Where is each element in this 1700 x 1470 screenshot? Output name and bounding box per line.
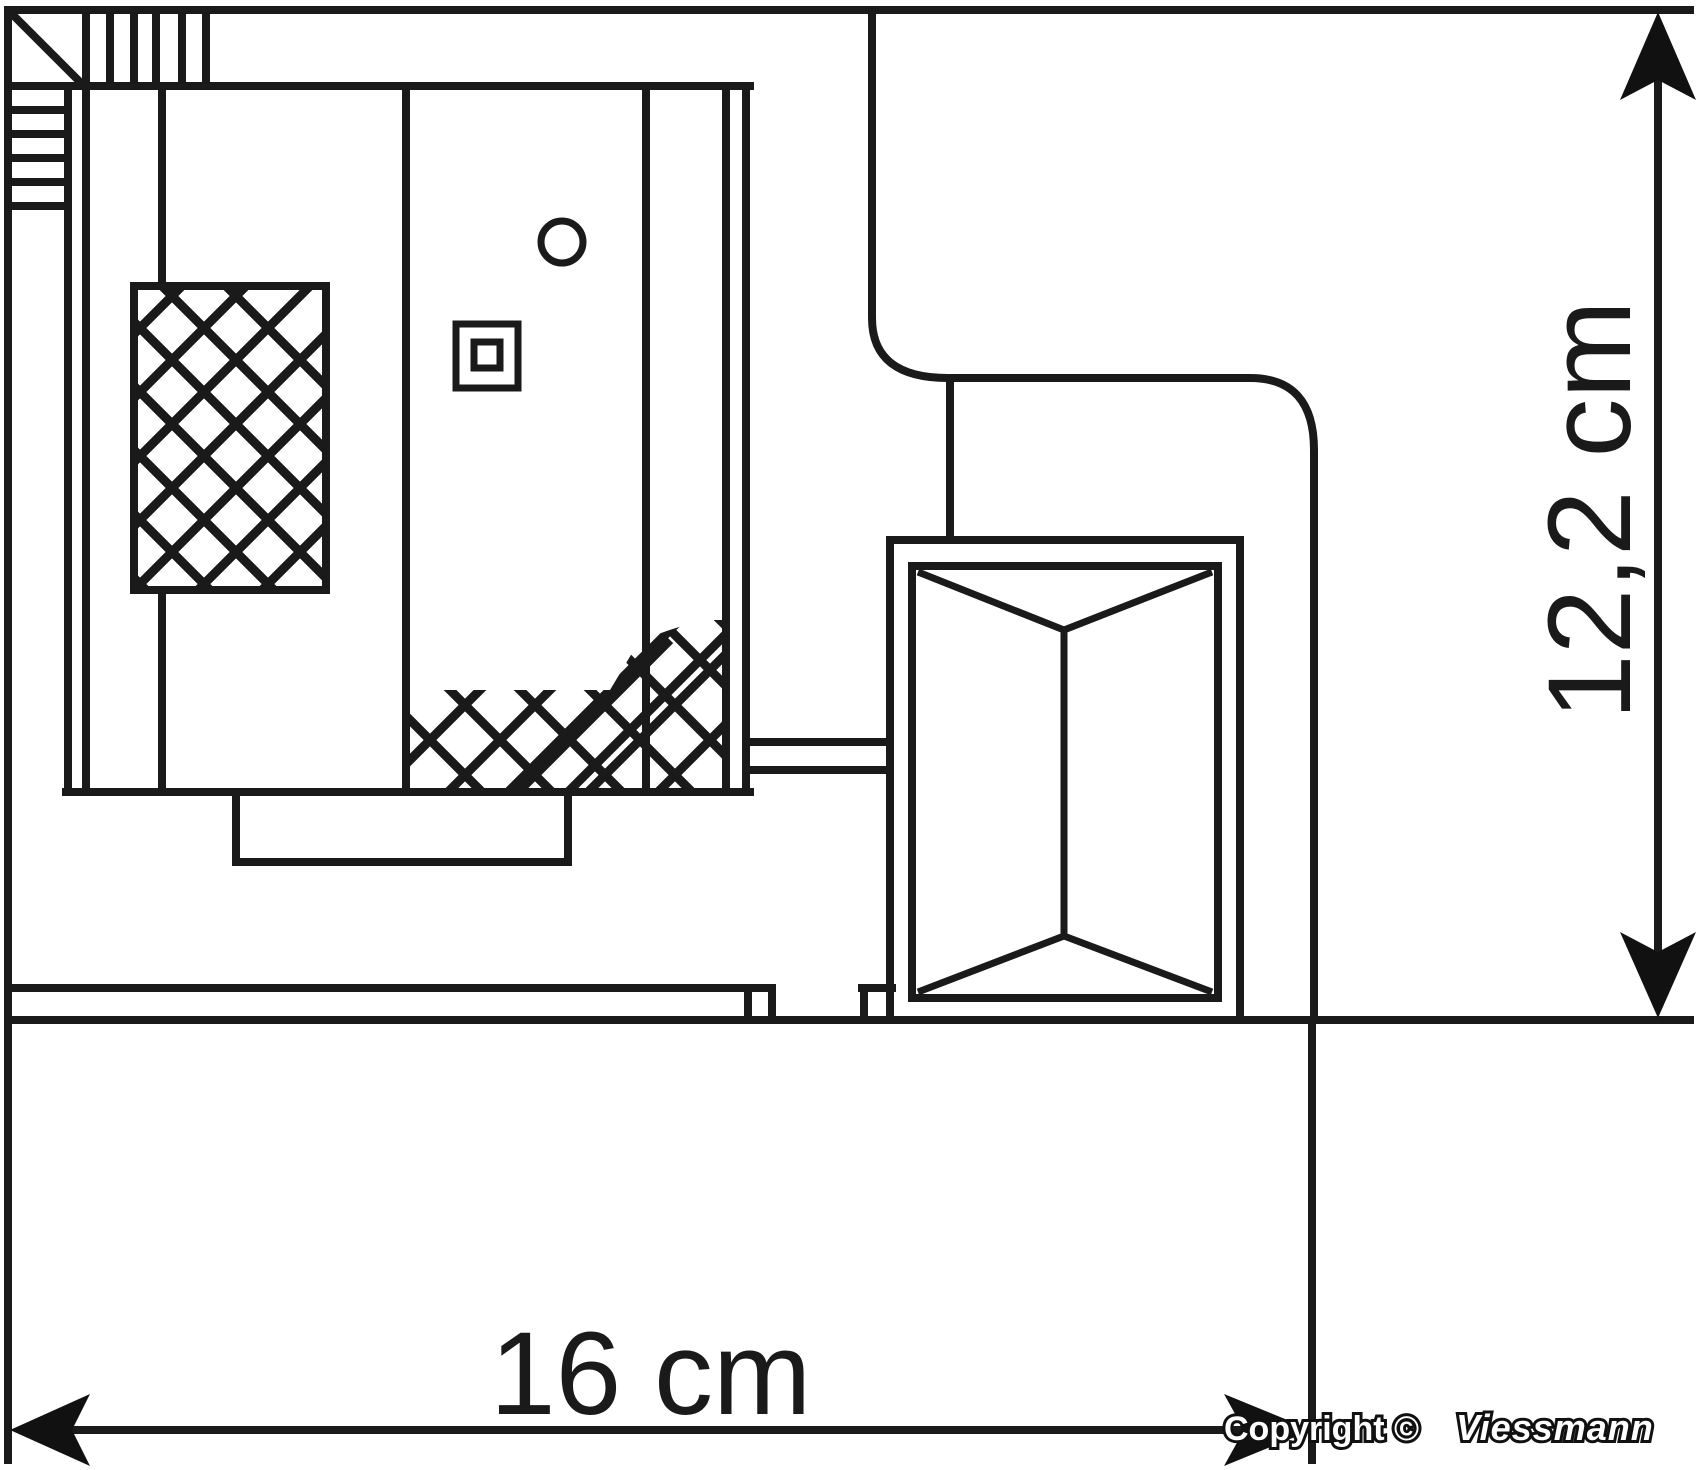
hatched-window-left (130, 282, 330, 594)
arrow-down-icon (1620, 932, 1696, 1018)
circle-symbol-icon (537, 217, 587, 267)
bottom-platform (4, 984, 896, 1024)
curved-boundary (868, 6, 1318, 1024)
height-dimension: 12,2 cm (1524, 12, 1696, 1018)
copyright-text: Copyright © (1224, 1410, 1419, 1448)
doorway-structure (886, 536, 1244, 1024)
width-label: 16 cm (490, 1308, 811, 1440)
square-symbol-inner-icon (470, 338, 504, 372)
square-symbol-outer-icon (452, 320, 522, 392)
stair-detail (4, 6, 754, 210)
arrow-right-icon (1224, 1394, 1312, 1466)
height-label: 12,2 cm (1524, 300, 1656, 720)
copyright-notice: Copyright © Viessmann (1221, 1404, 1656, 1451)
arrow-up-icon (1620, 12, 1696, 100)
brand-logo: Viessmann (1456, 1407, 1654, 1448)
arrow-left-icon (10, 1394, 90, 1466)
outer-frame (4, 6, 1694, 1464)
width-dimension: 16 cm (10, 1308, 1312, 1466)
symbols (452, 217, 587, 392)
connector-rail (746, 738, 894, 774)
